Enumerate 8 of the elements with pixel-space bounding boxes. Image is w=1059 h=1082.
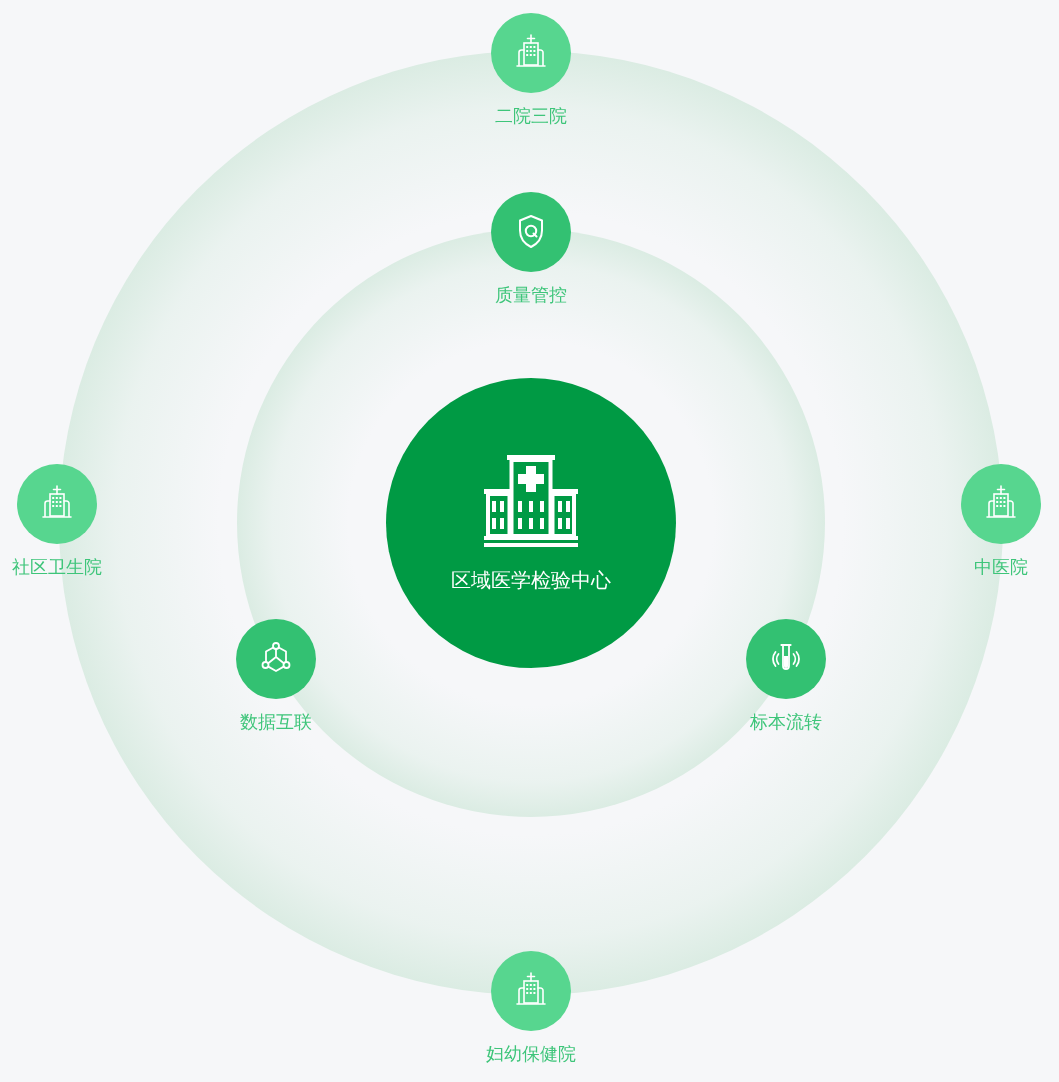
node-label: 标本流转 <box>750 710 822 734</box>
node-label: 中医院 <box>974 555 1028 579</box>
node-label: 二院三院 <box>495 104 567 128</box>
node-label: 数据互联 <box>240 710 312 734</box>
node-label: 质量管控 <box>495 283 567 307</box>
node-label: 社区卫生院 <box>12 555 102 579</box>
node-label: 区域医学检验中心 <box>450 567 612 593</box>
node-label: 妇幼保健院 <box>486 1042 576 1066</box>
